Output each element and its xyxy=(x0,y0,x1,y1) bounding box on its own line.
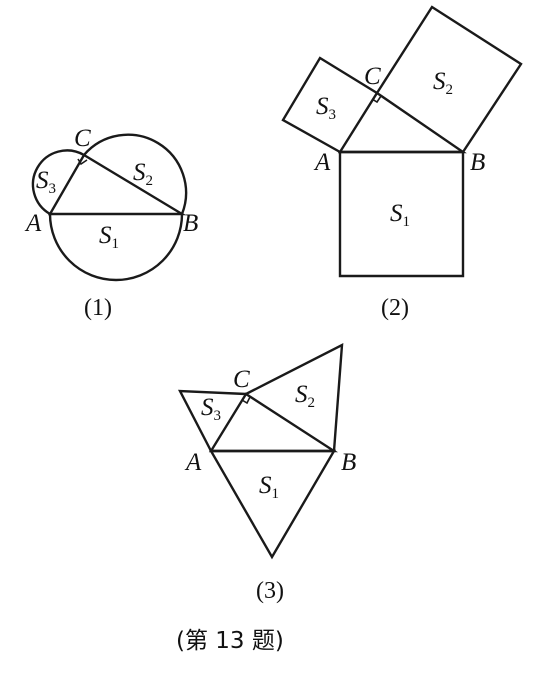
fig3-right-angle-mark xyxy=(241,396,251,405)
fig1-right-angle-mark xyxy=(77,158,88,166)
fig3-triangle-abc xyxy=(208,392,339,453)
fig1-caption: (1) xyxy=(84,295,112,321)
fig2-triangle-abc xyxy=(337,91,467,154)
fig2-point-a-label: A xyxy=(313,149,331,176)
fig2-point-b-label: B xyxy=(470,149,485,176)
figure-2: C A B S3 S2 S1 (2) xyxy=(281,5,523,321)
fig3-triangle-s2 xyxy=(245,342,344,452)
fig1-triangle-abc xyxy=(47,153,187,216)
fig3-area-s1-label: S1 xyxy=(259,472,279,502)
fig3-area-s2-label: S2 xyxy=(295,381,315,411)
problem-caption: (第 13 题) xyxy=(176,628,284,654)
fig2-point-c-label: C xyxy=(364,63,381,90)
fig1-point-b-label: B xyxy=(183,210,198,237)
fig1-area-s2-label: S2 xyxy=(133,159,153,189)
fig1-area-s1-label: S1 xyxy=(99,222,119,252)
fig2-area-s2-label: S2 xyxy=(433,68,453,98)
fig1-semicircle-s2 xyxy=(83,133,188,215)
fig2-square-s3 xyxy=(281,56,378,154)
fig1-semicircle-s1 xyxy=(48,213,184,282)
fig2-square-s2 xyxy=(375,5,523,153)
fig3-point-b-label: B xyxy=(341,449,356,476)
fig2-area-s1-label: S1 xyxy=(390,200,410,230)
fig1-semicircle-s3 xyxy=(31,149,85,216)
fig3-triangle-s3 xyxy=(177,389,247,452)
fig1-point-a-label: A xyxy=(24,210,42,237)
fig2-caption: (2) xyxy=(381,295,409,321)
fig3-area-s3-label: S3 xyxy=(201,394,221,424)
fig3-caption: (3) xyxy=(256,578,284,604)
fig2-area-s3-label: S3 xyxy=(316,93,336,123)
figure-3: C A B S3 S2 S1 (3) xyxy=(177,342,356,604)
fig3-point-a-label: A xyxy=(184,449,202,476)
fig3-point-c-label: C xyxy=(233,366,250,393)
fig1-point-c-label: C xyxy=(74,125,91,152)
fig3-triangle-s1 xyxy=(208,449,337,560)
figure-1: C A B S3 S2 S1 (1) xyxy=(24,125,198,321)
fig1-area-s3-label: S3 xyxy=(36,167,56,197)
fig2-right-angle-mark xyxy=(371,95,382,104)
